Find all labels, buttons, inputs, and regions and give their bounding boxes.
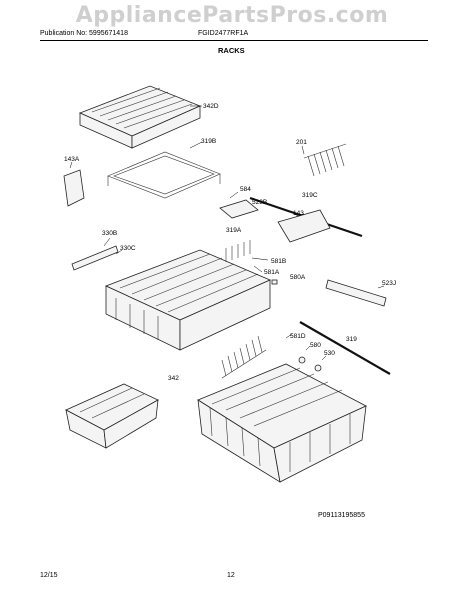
part-319a-upper-rack: 319A — [104, 227, 271, 351]
watermark-logo: AppliancePartsPros.com — [75, 3, 389, 28]
label-319b: 319B — [201, 138, 216, 145]
part-330-trim: 330B 330C — [71, 230, 136, 271]
label-143a: 143A — [64, 156, 80, 163]
label-584: 584 — [240, 186, 251, 193]
label-201: 201 — [296, 139, 307, 146]
part-523j-adjuster-arm: 523J — [325, 279, 396, 307]
label-580: 580 — [310, 342, 321, 349]
label-342: 342 — [168, 375, 179, 382]
part-580-530: 580 530 — [298, 342, 335, 372]
part-342d-cutlery-tray: 342D — [78, 85, 219, 149]
label-319: 319 — [346, 336, 357, 343]
label-523b: 523B — [252, 199, 267, 206]
part-580a: 580A — [271, 274, 306, 285]
part-319b-rail-frame: 319B — [107, 138, 221, 199]
label-580a: 580A — [290, 274, 306, 281]
exploded-parts-diagram: 342D 319B 143A 201 584 319C — [63, 85, 396, 483]
label-330b: 330B — [102, 230, 117, 237]
page-number: 12 — [227, 572, 235, 579]
label-581d: 581D — [290, 333, 306, 340]
label-581b: 581B — [271, 258, 286, 265]
part-143a-bracket: 143A — [63, 156, 85, 207]
part-581d-tine-row: 581D — [221, 333, 306, 379]
label-342d: 342D — [203, 103, 219, 110]
part-342-cutlery-basket: 342 — [65, 375, 179, 449]
label-319c: 319C — [302, 192, 318, 199]
part-143-bracket: 143 — [277, 209, 331, 243]
label-530: 530 — [324, 350, 335, 357]
label-523j: 523J — [382, 280, 396, 287]
revision-date: 12/15 — [40, 572, 58, 579]
publication-number: Publication No: 5995671418 — [40, 30, 128, 37]
section-title: RACKS — [218, 46, 245, 55]
label-319a: 319A — [226, 227, 242, 234]
label-143: 143 — [293, 210, 304, 217]
model-number: FGID2477RF1A — [198, 30, 249, 37]
part-lower-rack — [197, 363, 367, 483]
part-584: 584 — [229, 186, 251, 199]
part-201-clips: 201 — [296, 139, 347, 177]
illustration-number: P09113195855 — [318, 512, 365, 519]
label-330c: 330C — [120, 245, 136, 252]
part-581-tines: 581B 581A — [225, 240, 286, 276]
part-523b-adjuster: 523B — [219, 199, 267, 219]
header-rule — [40, 40, 428, 41]
label-581a: 581A — [264, 269, 280, 276]
part-319-lower-rail: 319 — [299, 321, 391, 375]
